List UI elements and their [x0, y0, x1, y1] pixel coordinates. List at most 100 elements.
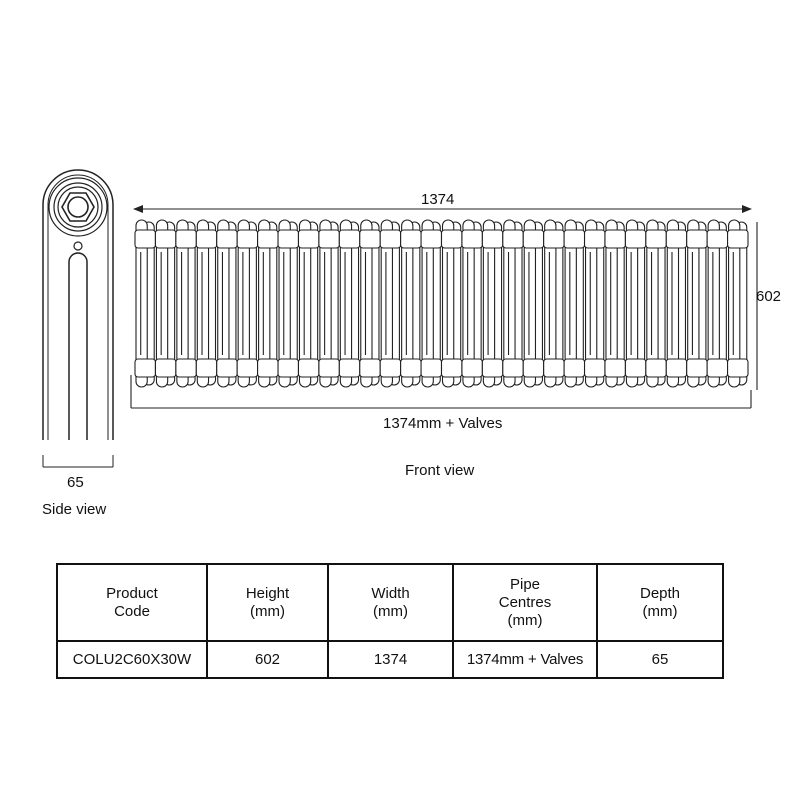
radiator-top-header [522, 229, 545, 249]
radiator-bottom-header [461, 358, 483, 378]
radiator-bottom-header [502, 358, 524, 378]
radiator-bottom-header [481, 358, 504, 378]
radiator-top-header [400, 229, 422, 249]
radiator-bottom-header [686, 358, 708, 378]
radiator-bottom-header [440, 358, 463, 378]
radiator-top-header [461, 229, 483, 249]
pipe-centres-dimension: 1374mm + Valves [383, 415, 503, 432]
radiator-bottom-header [297, 358, 320, 378]
header-pipe-centres: Pipe Centres (mm) [452, 563, 598, 642]
radiator-top-header [175, 229, 197, 249]
height-dimension: 602 [756, 288, 782, 305]
radiator-top-header [154, 229, 177, 249]
radiator-top-header [645, 229, 667, 249]
radiator-front-tube [421, 219, 434, 388]
side-depth-dimension: 65 [67, 474, 84, 491]
radiator-front-tube [176, 219, 189, 388]
radiator-front-tube [196, 219, 210, 388]
radiator-top-header [379, 229, 402, 249]
cell-pipe-centres: 1374mm + Valves [452, 640, 598, 679]
radiator-bottom-header [379, 358, 402, 378]
radiator-bottom-header [706, 358, 729, 378]
cell-product-code: COLU2C60X30W [56, 640, 208, 679]
radiator-bottom-header [195, 358, 218, 378]
radiator-front-tube [666, 219, 680, 388]
radiator-bottom-header [359, 358, 381, 378]
dimension-lines [130, 205, 758, 409]
radiator-bottom-header [236, 358, 259, 378]
radiator-front-tube [319, 219, 332, 388]
radiator-front-tube [278, 219, 291, 388]
radiator-front-tube [380, 219, 393, 388]
cell-height: 602 [206, 640, 329, 679]
radiator-top-header [297, 229, 320, 249]
radiator-top-header [624, 229, 647, 249]
radiator-front-tube [155, 219, 169, 388]
radiator-top-header [686, 229, 708, 249]
radiator-front-tube [401, 219, 414, 388]
radiator-bottom-header [604, 358, 626, 378]
radiator-front-tube [707, 219, 720, 388]
radiator-front-tube [135, 219, 148, 388]
radiator-top-header [318, 229, 340, 249]
radiator-front-tube [625, 219, 639, 388]
radiator-top-header [134, 229, 156, 249]
header-height: Height (mm) [206, 563, 329, 642]
radiator-top-header [583, 229, 606, 249]
table-header-row: Product Code Height (mm) Width (mm) Pipe… [56, 563, 724, 642]
radiator-bottom-header [257, 358, 279, 378]
header-depth: Depth (mm) [596, 563, 724, 642]
radiator-top-header [216, 229, 238, 249]
specification-table: Product Code Height (mm) Width (mm) Pipe… [56, 563, 724, 679]
header-width: Width (mm) [327, 563, 454, 642]
radiator-bottom-header [583, 358, 606, 378]
radiator-bottom-header [563, 358, 586, 378]
radiator-bottom-header [338, 358, 361, 378]
radiator-top-header [604, 229, 626, 249]
cell-width: 1374 [327, 640, 454, 679]
radiator-front-tube [237, 219, 250, 388]
radiator-front-tube [728, 219, 741, 388]
radiator-top-header [706, 229, 729, 249]
radiator-bottom-header [420, 358, 443, 378]
radiator-front-tube [360, 219, 373, 388]
radiator-bottom-header [154, 358, 177, 378]
radiator-top-header [277, 229, 300, 249]
radiator-bottom-header [400, 358, 422, 378]
radiator-front-tube [503, 219, 516, 388]
radiator-bottom-header [522, 358, 545, 378]
radiator-bottom-header [624, 358, 647, 378]
radiator-front-tube [258, 219, 271, 388]
radiator-top-header [727, 229, 749, 249]
radiator-top-header [338, 229, 361, 249]
radiator-top-header [502, 229, 524, 249]
radiator-bottom-header [134, 358, 156, 378]
radiator-bottom-header [665, 358, 688, 378]
radiator-top-header [440, 229, 463, 249]
radiator-front-tube [298, 219, 312, 388]
cell-depth: 65 [596, 640, 724, 679]
radiator-top-header [236, 229, 259, 249]
radiator-bottom-header [277, 358, 300, 378]
radiator-front-tube [482, 219, 496, 388]
radiator-front-tube [605, 219, 618, 388]
radiator-top-header [543, 229, 565, 249]
radiator-front-tube [687, 219, 700, 388]
top-width-dimension: 1374 [421, 191, 455, 208]
radiator-top-header [481, 229, 504, 249]
radiator-bottom-header [175, 358, 197, 378]
radiator-bottom-header [543, 358, 565, 378]
radiator-top-header [359, 229, 381, 249]
radiator-bottom-header [727, 358, 749, 378]
radiator-top-header [420, 229, 443, 249]
radiator-front-tube [584, 219, 598, 388]
radiator-front-tube [523, 219, 537, 388]
radiator-top-header [195, 229, 218, 249]
radiator-front-tube [339, 219, 353, 388]
table-row: COLU2C60X30W 602 1374 1374mm + Valves 65 [56, 640, 724, 679]
header-product-code: Product Code [56, 563, 208, 642]
side-view-label: Side view [42, 501, 107, 518]
radiator-front-tube [217, 219, 230, 388]
radiator-front-tube [646, 219, 659, 388]
